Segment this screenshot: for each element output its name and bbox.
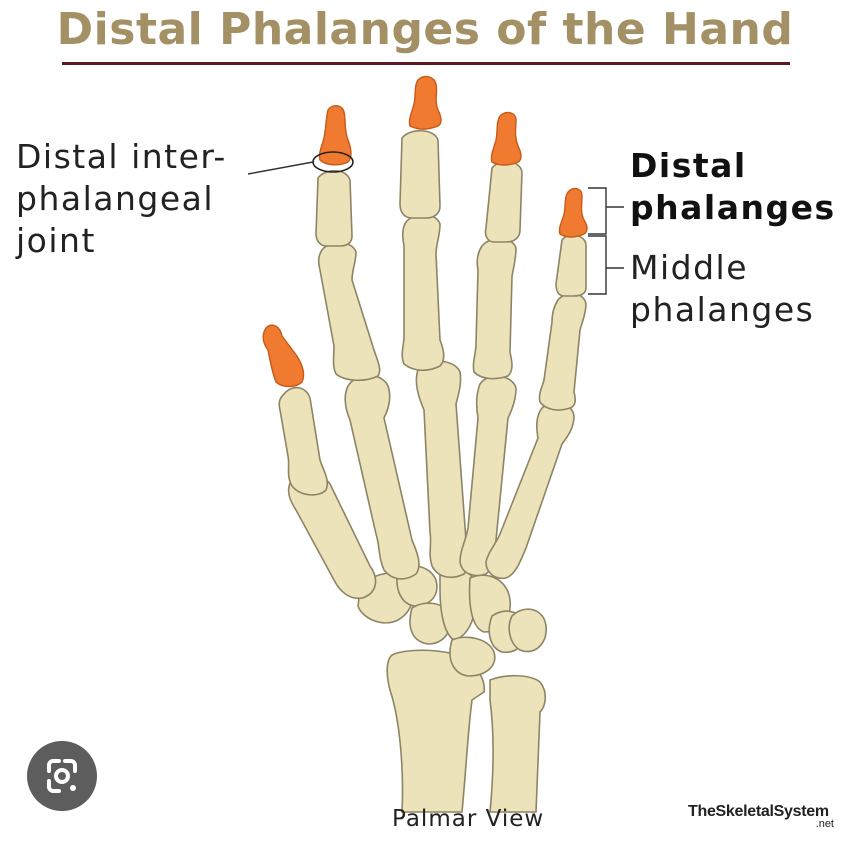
middle-middle-phalanx — [399, 129, 441, 219]
little-metacarpal — [485, 401, 575, 580]
label-middle-phalanges: Middle phalanges — [630, 247, 814, 331]
label-distal-phalanges: Distal phalanges — [630, 145, 836, 229]
google-lens-icon — [47, 759, 77, 793]
thumb-distal-phalanx — [262, 324, 305, 388]
carpal-bones — [357, 565, 547, 677]
carpal-pisiform — [508, 608, 547, 653]
index-finger-bones — [315, 105, 420, 580]
joint-callout — [247, 151, 354, 175]
brand-name: TheSkeletalSystem — [688, 803, 829, 820]
ring-distal-phalanx — [490, 111, 522, 166]
little-middle-phalanx — [555, 234, 587, 297]
ring-middle-phalanx — [484, 160, 523, 243]
brand-suffix: .net — [815, 818, 834, 830]
index-distal-phalanx — [318, 105, 352, 166]
distal-bracket — [588, 187, 624, 235]
joint-leader-line — [247, 161, 314, 175]
google-lens-button[interactable] — [27, 741, 97, 811]
label-distal-interphalangeal-joint: Distal inter- phalangeal joint — [16, 136, 227, 262]
view-caption: Palmar View — [392, 806, 545, 832]
ring-finger-bones — [459, 111, 523, 577]
index-metacarpal — [344, 374, 420, 580]
little-distal-phalanx — [558, 187, 588, 238]
middle-finger-bones — [399, 75, 470, 579]
label-line: Middle — [630, 248, 749, 287]
label-line: Distal — [630, 146, 747, 185]
little-finger-bones — [485, 187, 588, 580]
carpal-trapezoid — [409, 602, 452, 645]
index-proximal-phalanx — [317, 241, 381, 382]
brand-logo: TheSkeletalSystem .net — [688, 803, 834, 830]
label-line: Distal inter- — [16, 137, 227, 176]
label-line: phalanges — [630, 290, 815, 329]
middle-proximal-phalanx — [401, 213, 445, 372]
phalanx-brackets — [588, 187, 624, 295]
little-proximal-phalanx — [538, 292, 587, 411]
label-line: phalanges — [630, 188, 836, 227]
page-title: Distal Phalanges of the Hand — [56, 4, 794, 55]
middle-metacarpal — [415, 360, 470, 579]
ulna-bone — [489, 674, 547, 813]
title-underline — [62, 62, 790, 65]
label-line: joint — [16, 221, 96, 260]
middle-bracket — [588, 235, 624, 295]
index-middle-phalanx — [315, 169, 353, 247]
label-line: phalangeal — [16, 179, 215, 218]
thumb-proximal-phalanx — [278, 386, 329, 496]
ring-proximal-phalanx — [472, 237, 517, 380]
thumb-bones — [262, 324, 377, 600]
carpal-lunate — [449, 636, 496, 677]
ring-metacarpal — [459, 375, 517, 577]
middle-distal-phalanx — [408, 75, 442, 130]
